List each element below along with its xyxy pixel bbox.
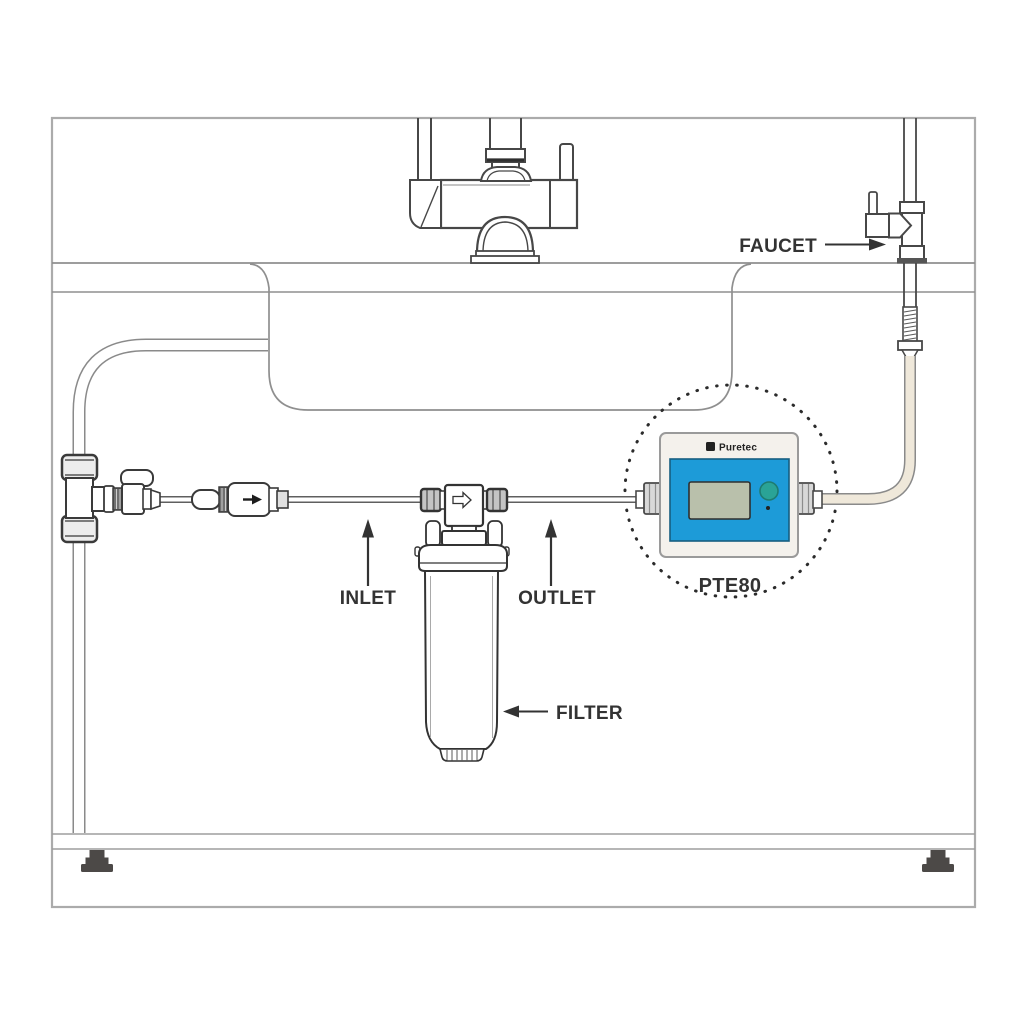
tee-body (65, 477, 94, 519)
check-valve (191, 482, 289, 517)
tee-fitting (60, 453, 106, 544)
faucet-lock-nut (897, 340, 923, 351)
brand-logo-icon (706, 442, 715, 451)
kitchen-mixer-tap (409, 118, 579, 264)
head-nut-right (485, 487, 509, 513)
faucet-spout (865, 213, 890, 238)
tap-lever (559, 143, 574, 183)
brand-logo-text: Puretec (719, 443, 757, 454)
tap-base-plate (470, 255, 540, 264)
tee-lower-nut (60, 514, 99, 544)
cabinet-foot-right (922, 850, 954, 872)
filter-label: FILTER (556, 703, 623, 724)
supply-pipe (72, 338, 268, 833)
filter-cartridge (423, 570, 500, 750)
tee-upper-nut (60, 453, 99, 482)
faucet-arrow (825, 238, 886, 251)
flow-arrow-icon (252, 494, 262, 505)
tap-riser-collar (479, 166, 533, 182)
device-port-right (796, 482, 823, 515)
flow-direction-arrow-icon (452, 490, 472, 510)
housing-cap (418, 544, 508, 572)
inlet-label: INLET (340, 588, 396, 609)
head-collar (441, 530, 487, 546)
check-valve-inlet (191, 489, 221, 510)
faucet-lever (868, 191, 878, 217)
outlet-label: OUTLET (518, 588, 596, 609)
device-led-dot (766, 506, 770, 510)
filter-assembly (414, 483, 510, 762)
device-highlight-circle (623, 383, 839, 599)
device-screen (688, 481, 751, 520)
valve-body (121, 483, 145, 515)
sink-basin (249, 263, 752, 411)
faucet-tube (822, 356, 916, 505)
filter-faucet (865, 118, 927, 358)
inlet-arrow (362, 519, 374, 586)
faucet-label: FAUCET (739, 236, 817, 257)
mount-ear-left (425, 520, 441, 548)
tap-left-cap (409, 179, 442, 229)
annotations: FAUCET INLET OUTLET FILTER PTE80 (340, 236, 886, 724)
faucet-base-flange (897, 258, 927, 264)
mount-ear-right (487, 520, 503, 548)
shutoff-valve (103, 469, 161, 515)
device-button (759, 481, 779, 501)
brand-logo: Puretec (706, 442, 757, 454)
pte80-device: Puretec (635, 432, 823, 558)
filter-arrow (503, 705, 548, 718)
cabinet-base (52, 833, 975, 872)
device-model-label: PTE80 (699, 575, 762, 597)
head-nut-left (419, 487, 443, 513)
outlet-arrow (545, 519, 557, 586)
cabinet-foot-left (81, 850, 113, 872)
